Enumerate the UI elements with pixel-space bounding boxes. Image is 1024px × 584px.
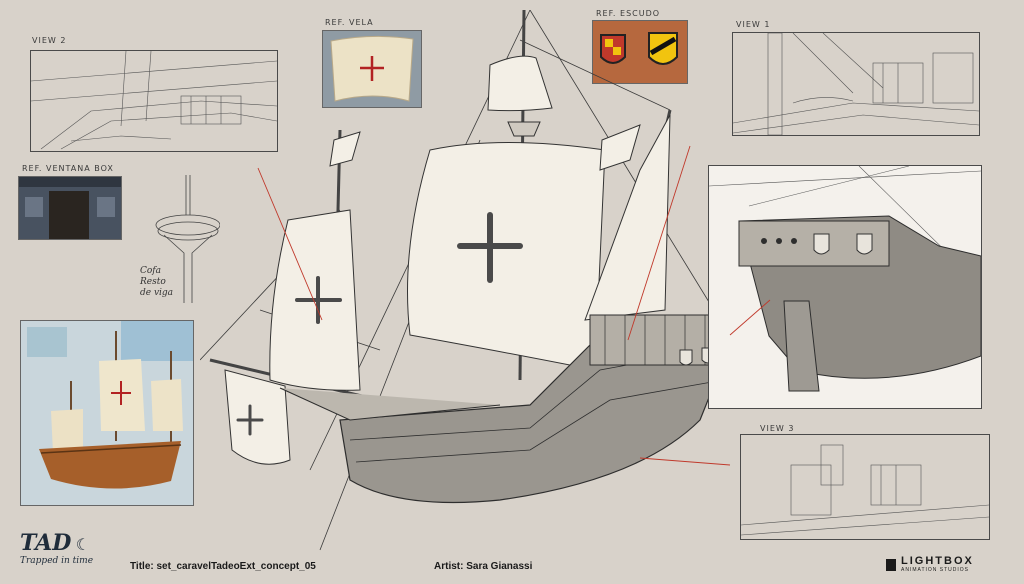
artist-credit: Artist: Sara Gianassi bbox=[434, 561, 533, 572]
view1-label: VIEW 1 bbox=[736, 20, 771, 29]
cofa-note-line: Resto bbox=[140, 277, 166, 287]
red-cross-icon bbox=[360, 56, 384, 81]
ref-escudo-label: REF. ESCUDO bbox=[596, 9, 661, 18]
main-flag bbox=[599, 124, 641, 171]
cofa-note: Cofa Resto de viga bbox=[140, 266, 173, 299]
shields-photo-image bbox=[593, 21, 687, 83]
model-ship-image bbox=[21, 321, 193, 505]
show-logo-subtitle: Trapped in time bbox=[20, 556, 94, 566]
view2-label: VIEW 2 bbox=[32, 36, 67, 45]
shield-icon bbox=[813, 233, 873, 255]
cofa-sketch bbox=[155, 175, 220, 303]
cross-emblem-icon bbox=[457, 212, 523, 283]
cross-emblem-icon bbox=[236, 404, 264, 436]
ref-ventana-photo bbox=[18, 176, 122, 240]
top-sail bbox=[487, 55, 553, 112]
cofa-note-line: Cofa bbox=[140, 266, 162, 276]
caravel-illustration bbox=[200, 10, 721, 551]
ref-ventana-label: REF. VENTANA BOX bbox=[22, 164, 114, 173]
cross-emblem-icon bbox=[295, 276, 342, 324]
fore-flag bbox=[329, 131, 361, 167]
sheet-title: Title: set_caravelTadeoExt_concept_05 bbox=[130, 561, 316, 572]
show-logo: TAD ☾ Trapped in time bbox=[20, 530, 93, 566]
cofa-note-line: de viga bbox=[140, 288, 174, 298]
view2-sketch bbox=[30, 50, 278, 150]
window-photo-image bbox=[19, 177, 121, 239]
studio-logo: LIGHTBOX ANIMATION STUDIOS bbox=[886, 556, 974, 573]
lightbox-icon bbox=[886, 558, 896, 571]
studio-name: LIGHTBOX bbox=[901, 555, 974, 567]
shield-icon bbox=[600, 34, 626, 64]
sail-photo-image bbox=[323, 31, 421, 107]
ref-escudo-photo bbox=[592, 20, 688, 84]
moon-emblem-icon: ☾ bbox=[75, 537, 91, 554]
view1-sketch bbox=[732, 32, 980, 136]
studio-subtitle: ANIMATION STUDIOS bbox=[901, 567, 970, 573]
view3-label: VIEW 3 bbox=[760, 424, 795, 433]
model-reference-photo bbox=[20, 320, 194, 506]
view3-frame bbox=[740, 434, 990, 540]
view1-frame bbox=[732, 32, 980, 136]
show-logo-text: TAD bbox=[20, 530, 72, 556]
stern-closeup-frame bbox=[708, 165, 982, 409]
main-sail bbox=[407, 142, 606, 371]
view2-frame bbox=[30, 50, 278, 152]
ref-vela-label: REF. VELA bbox=[325, 18, 374, 27]
spritsail bbox=[224, 369, 291, 465]
shield-icon bbox=[648, 32, 678, 65]
ref-vela-photo bbox=[322, 30, 422, 108]
stern-castle bbox=[589, 314, 721, 366]
view3-sketch bbox=[740, 444, 990, 536]
stern-closeup-sketch bbox=[708, 165, 982, 392]
lateen-sail bbox=[584, 114, 671, 321]
